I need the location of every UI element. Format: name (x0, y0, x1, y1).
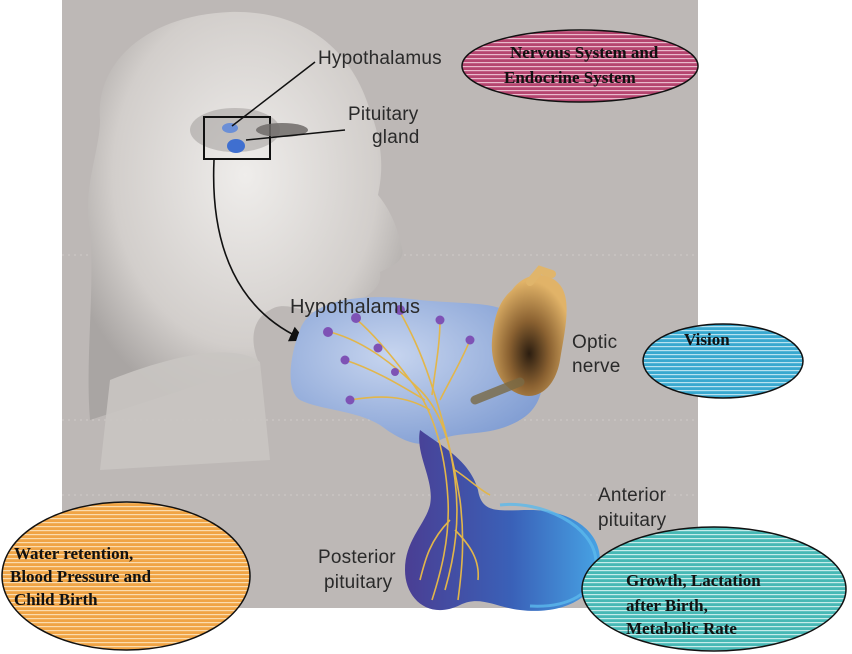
label-optic-line2: nerve (572, 356, 621, 378)
growth-oval-line2: after Birth, (626, 596, 708, 616)
label-anterior-line2: pituitary (598, 510, 666, 532)
label-posterior-line2: pituitary (324, 572, 392, 594)
small-hypothalamus (222, 123, 238, 133)
water-oval-line1: Water retention, (14, 544, 133, 564)
small-pituitary (227, 139, 245, 153)
water-oval-line2: Blood Pressure and (10, 567, 151, 587)
label-pituitary-gland-line1: Pituitary (348, 104, 418, 126)
growth-oval-line1: Growth, Lactation (626, 571, 761, 591)
label-pituitary-gland-line2: gland (372, 127, 420, 149)
nervous-oval-line1: Nervous System and (510, 43, 658, 63)
label-hypothalamus-mid: Hypothalamus (290, 296, 420, 318)
nervous-endocrine-oval (462, 30, 698, 102)
water-oval-line3: Child Birth (14, 590, 98, 610)
vision-oval-text: Vision (684, 330, 730, 350)
nervous-oval-line2: Endocrine System (504, 68, 636, 88)
label-anterior-line1: Anterior (598, 485, 666, 507)
label-posterior-line1: Posterior (318, 547, 396, 569)
label-hypothalamus-top: Hypothalamus (318, 48, 442, 70)
growth-oval-line3: Metabolic Rate (626, 619, 737, 639)
label-optic-line1: Optic (572, 332, 617, 354)
